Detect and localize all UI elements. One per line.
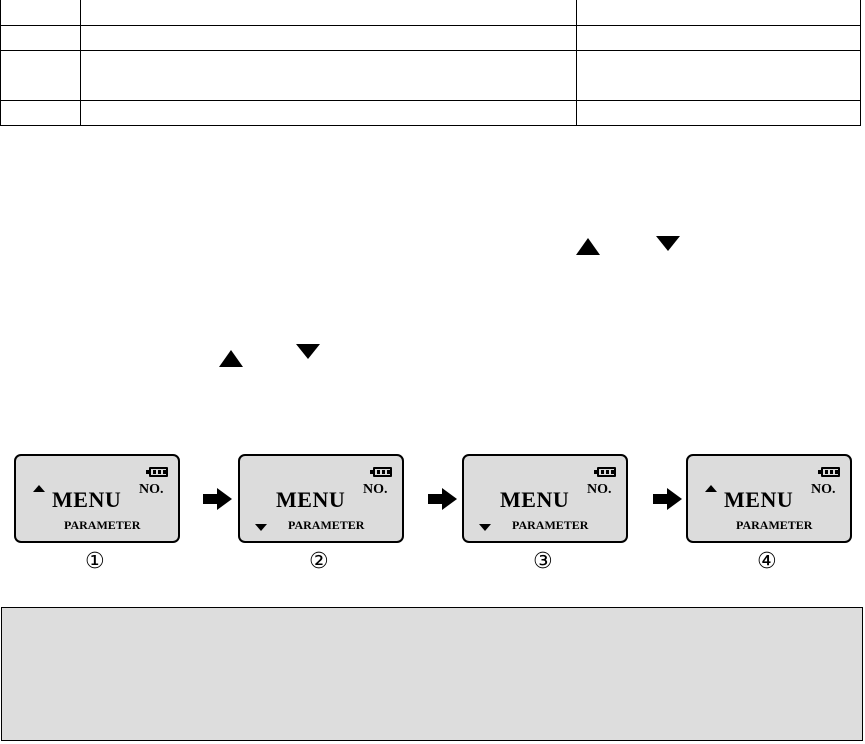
table-row <box>0 100 861 126</box>
table-cell <box>79 25 578 51</box>
step-number: ④ <box>757 549 777 574</box>
lcd-screen-4: MENU PARAMETER NO. <box>686 454 852 543</box>
table-row <box>0 0 861 26</box>
step-number: ① <box>85 549 105 574</box>
note-box <box>1 607 863 741</box>
lcd-screen-1: MENU PARAMETER NO. <box>14 454 180 543</box>
up-key-icon <box>219 350 243 367</box>
table-cell <box>0 25 81 51</box>
down-key-icon <box>296 344 320 359</box>
table-cell <box>79 0 578 26</box>
lcd-menu-label: MENU <box>52 487 122 512</box>
lcd-no-label: NO. <box>587 482 612 497</box>
battery-icon <box>146 467 168 477</box>
battery-icon <box>594 467 616 477</box>
lcd-screen-3: MENU PARAMETER NO. <box>462 454 628 543</box>
table-cell <box>576 0 861 26</box>
lcd-parameter-label: PARAMETER <box>512 518 589 532</box>
lcd-no-label: NO. <box>139 482 164 497</box>
lcd-menu-label: MENU <box>276 487 346 512</box>
table-cell <box>79 100 578 126</box>
triangle-down-icon <box>479 524 491 531</box>
lcd-screen-2: MENU PARAMETER NO. <box>238 454 404 543</box>
table-cell <box>79 50 578 101</box>
lcd-parameter-label: PARAMETER <box>288 518 365 532</box>
table-row <box>0 25 861 51</box>
table-cell <box>0 0 81 26</box>
lcd-no-label: NO. <box>363 482 388 497</box>
lcd-parameter-label: PARAMETER <box>736 518 813 532</box>
triangle-up-icon <box>705 485 717 492</box>
step-number: ② <box>309 549 329 574</box>
right-arrow-icon <box>203 488 233 510</box>
table-row <box>0 50 861 101</box>
triangle-down-icon <box>255 524 267 531</box>
up-key-icon <box>576 238 600 255</box>
lcd-no-label: NO. <box>811 482 836 497</box>
spec-table <box>0 0 861 126</box>
step-number: ③ <box>533 549 553 574</box>
lcd-parameter-label: PARAMETER <box>64 518 141 532</box>
table-cell <box>576 100 861 126</box>
lcd-menu-label: MENU <box>724 487 794 512</box>
battery-icon <box>370 467 392 477</box>
right-arrow-icon <box>653 488 683 510</box>
table-cell <box>0 100 81 126</box>
table-cell <box>0 50 81 101</box>
lcd-menu-label: MENU <box>500 487 570 512</box>
table-cell <box>576 25 861 51</box>
battery-icon <box>818 467 840 477</box>
down-key-icon <box>656 236 680 251</box>
triangle-up-icon <box>33 485 45 492</box>
right-arrow-icon <box>428 488 458 510</box>
table-cell <box>576 50 861 101</box>
